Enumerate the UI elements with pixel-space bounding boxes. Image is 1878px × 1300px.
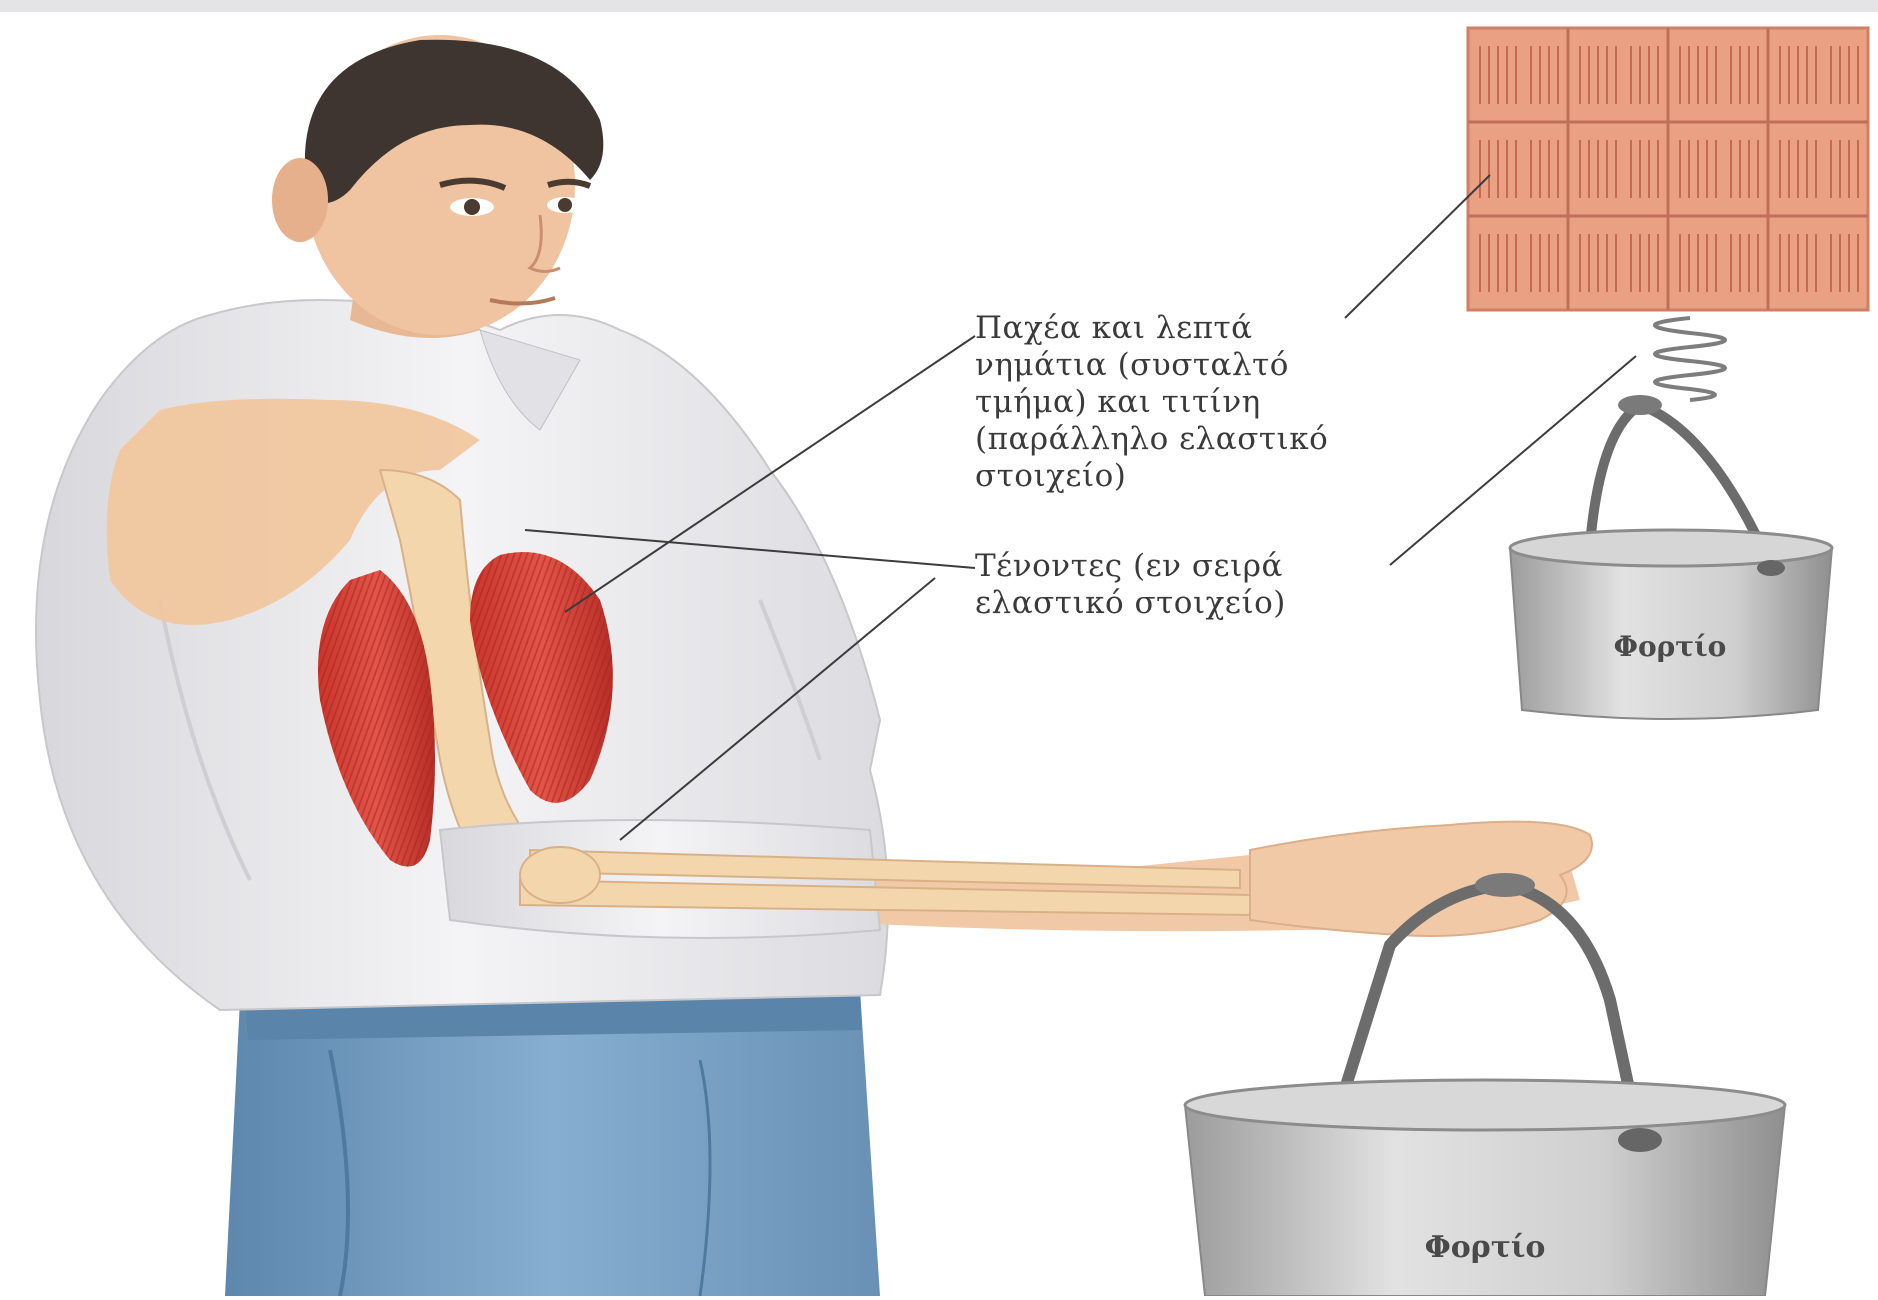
elbow-joint	[520, 847, 600, 903]
top-border	[0, 0, 1878, 12]
label-filaments-line-5: στοιχείο)	[975, 458, 1328, 495]
small-bucket-label: Φορτίο	[1560, 630, 1780, 663]
jeans	[225, 990, 880, 1296]
sarcomere-block	[1468, 28, 1868, 310]
large-bucket-label: Φορτίο	[1330, 1230, 1640, 1265]
label-tendons-line-2: ελαστικό στοιχείο)	[975, 585, 1286, 622]
label-filaments-line-2: νημάτια (συσταλτό	[975, 347, 1328, 384]
small-bucket	[1510, 395, 1832, 719]
label-tendons: Τένοντες (εν σειρά ελαστικό στοιχείο)	[975, 548, 1286, 622]
label-filaments-line-3: τμήμα) και τιτίνη	[975, 384, 1328, 421]
head	[272, 35, 603, 335]
label-filaments-line-1: Παχέα και λεπτά	[975, 310, 1328, 347]
spring	[1655, 318, 1725, 400]
ear	[272, 158, 328, 242]
label-filaments-line-4: (παράλληλο ελαστικό	[975, 421, 1328, 458]
label-tendons-line-1: Τένοντες (εν σειρά	[975, 548, 1286, 585]
label-filaments: Παχέα και λεπτά νημάτια (συσταλτό τμήμα)…	[975, 310, 1328, 495]
